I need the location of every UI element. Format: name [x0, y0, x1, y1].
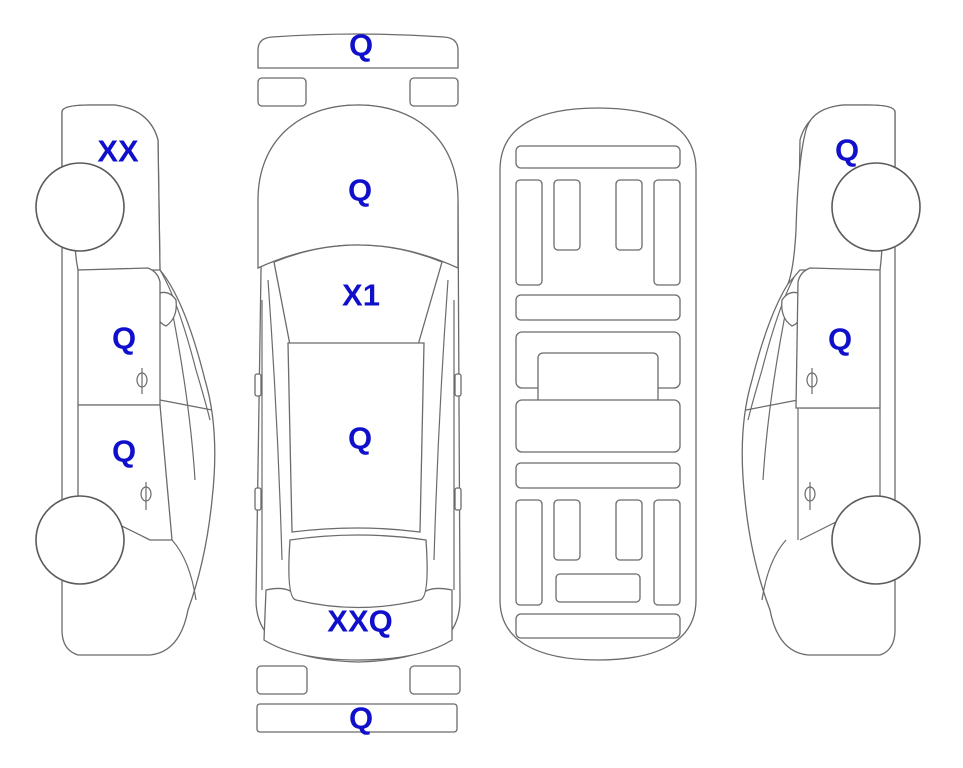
- right-handle: [454, 487, 462, 511]
- rear-window-label: XXQ: [327, 604, 392, 639]
- top-view: Q Q X1 Q XXQ Q: [254, 28, 462, 736]
- right-mirror: [454, 373, 462, 397]
- hood-label: Q: [348, 173, 372, 208]
- left-handle: [254, 487, 262, 511]
- roof-label: Q: [348, 421, 372, 456]
- right-side-view: Q Q: [741, 104, 921, 656]
- right-taillight: [409, 665, 461, 695]
- roof-panel[interactable]: [287, 342, 425, 533]
- left-taillight: [256, 665, 308, 695]
- underside-view: [499, 107, 697, 661]
- front-bumper-panel[interactable]: [257, 33, 459, 69]
- left-rear-door-label: Q: [112, 434, 136, 469]
- rear-bumper-panel[interactable]: [256, 703, 458, 733]
- left-front-wheel: [35, 162, 125, 252]
- right-front-fender-label: Q: [835, 133, 859, 168]
- right-front-wheel: [831, 162, 921, 252]
- left-mirror: [254, 373, 262, 397]
- right-rear-wheel: [831, 495, 921, 585]
- left-side-view: XX Q Q: [35, 104, 216, 656]
- front-bumper-label: Q: [349, 28, 373, 63]
- left-front-fender-label: XX: [97, 134, 139, 169]
- left-front-door-panel[interactable]: [77, 267, 161, 406]
- left-headlight: [257, 77, 307, 107]
- windshield-label: X1: [342, 278, 380, 313]
- left-rear-wheel: [35, 495, 125, 585]
- windshield-panel[interactable]: [273, 244, 443, 346]
- right-front-door-panel[interactable]: [795, 267, 881, 409]
- left-front-door-label: Q: [112, 321, 136, 356]
- right-front-door-label: Q: [828, 322, 852, 357]
- rear-bumper-label: Q: [349, 701, 373, 736]
- right-headlight: [409, 77, 459, 107]
